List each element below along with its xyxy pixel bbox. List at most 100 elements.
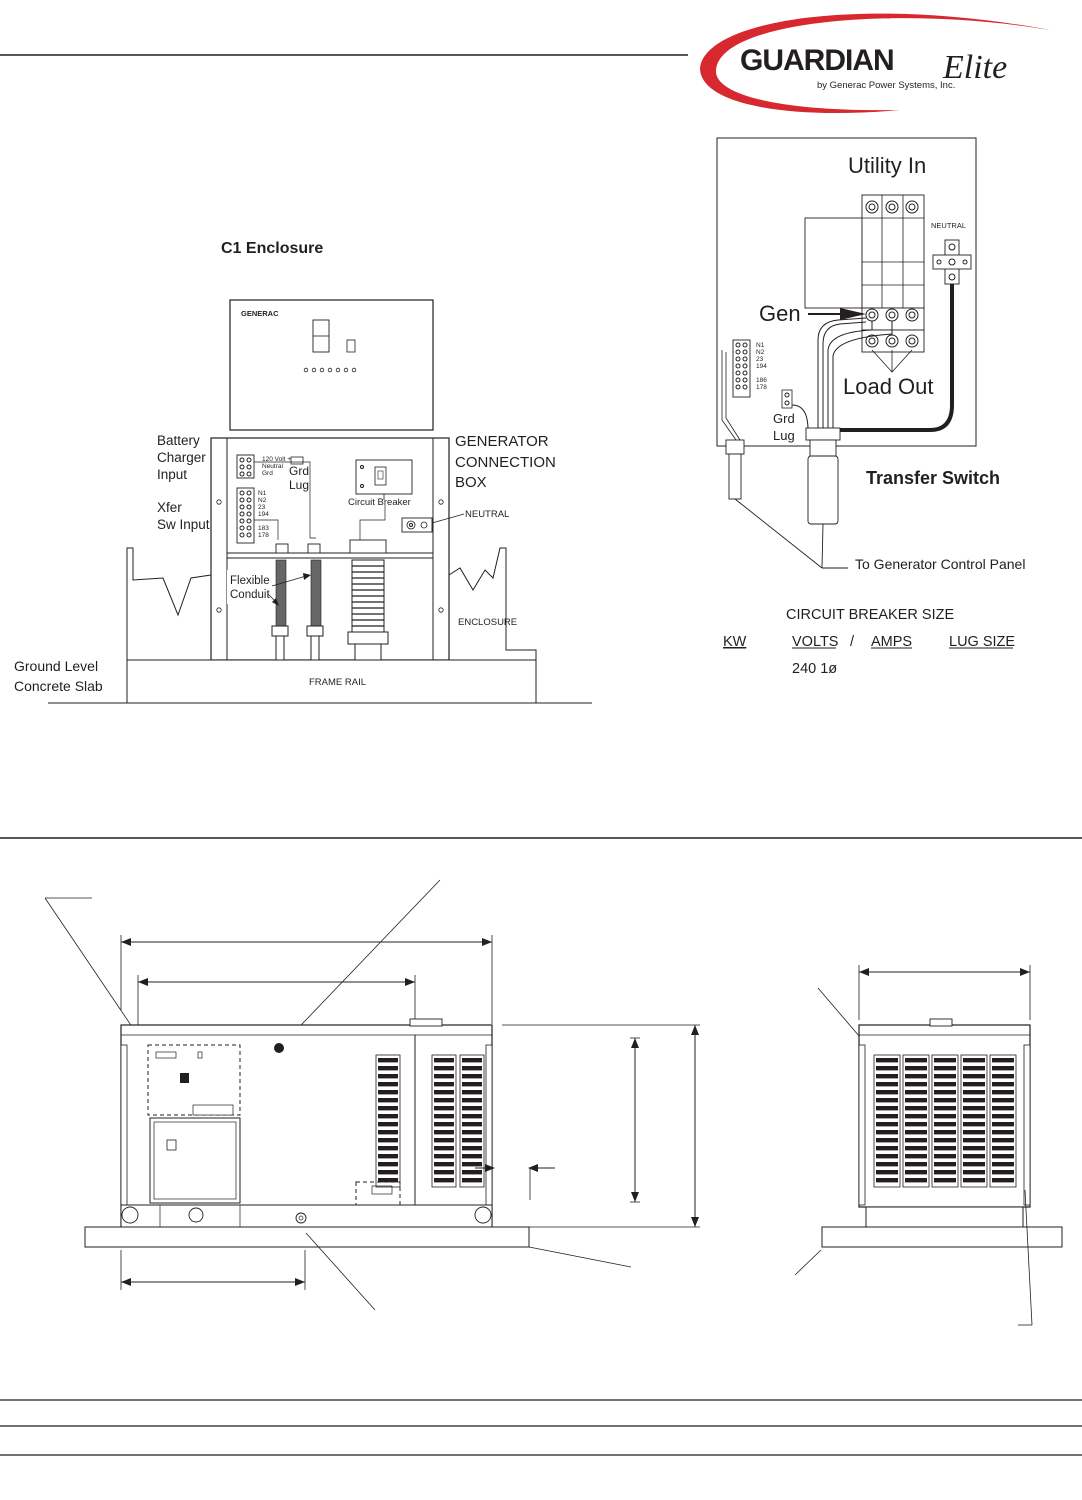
col-amps: AMPS (871, 634, 912, 650)
louver-slat (963, 1114, 985, 1119)
louver-slat (905, 1138, 927, 1143)
louver-slat (378, 1082, 398, 1087)
louver-slat (934, 1066, 956, 1071)
louver-slat (992, 1154, 1014, 1159)
louver-slat (876, 1154, 898, 1159)
louver-slat (963, 1066, 985, 1071)
guardian-elite-logo: GUARDIAN Elite by Generac Power Systems,… (700, 13, 1050, 114)
louver-slat (434, 1162, 454, 1167)
louver-slat (434, 1098, 454, 1103)
louver-slat (462, 1162, 482, 1167)
louver-slat (876, 1114, 898, 1119)
louver-slat (963, 1138, 985, 1143)
louver-slat (905, 1162, 927, 1167)
flexible-conduit-1 (271, 559, 289, 661)
louver-slat (462, 1146, 482, 1151)
louver-slat (963, 1090, 985, 1095)
louver-slat (934, 1146, 956, 1151)
transfer-switch-title: Transfer Switch (866, 468, 1000, 488)
xfer-term-178: 178 (258, 532, 269, 539)
louver-slat (462, 1106, 482, 1111)
side-mounting-pad (821, 1226, 1063, 1248)
louver-slat (905, 1146, 927, 1151)
louver-slat (963, 1082, 985, 1087)
louver-slat (378, 1122, 398, 1127)
large-conduit (347, 559, 389, 661)
ground-label-1: Ground Level (14, 658, 98, 674)
ts-grd-label-1: Grd (773, 411, 795, 426)
louver-slat (963, 1130, 985, 1135)
louver-slat (934, 1122, 956, 1127)
louver-slat (378, 1106, 398, 1111)
c1-neutral-label: NEUTRAL (465, 509, 509, 520)
battery-terminal-block (236, 454, 255, 479)
louver-slat (462, 1178, 482, 1183)
louver-slat (992, 1162, 1014, 1167)
logo-accent: Elite (942, 49, 1007, 86)
col-slash: / (850, 634, 855, 650)
louver-slat (934, 1178, 956, 1183)
louver-slat (905, 1090, 927, 1095)
louver-slat (963, 1058, 985, 1063)
louver-slat (378, 1074, 398, 1079)
ts-top-lugs (865, 200, 919, 214)
louver-slat (462, 1154, 482, 1159)
control-panel (229, 299, 434, 431)
louver-slat (462, 1114, 482, 1119)
louver-slat (992, 1114, 1014, 1119)
battery-label-2: Charger (157, 450, 206, 465)
louver-slat (876, 1090, 898, 1095)
panel-leds (303, 367, 357, 373)
panel-brand: GENERAC (241, 309, 279, 318)
ts-term-n1: N1 (756, 342, 765, 349)
ts-term-23: 23 (756, 356, 764, 363)
louver-slat (934, 1058, 956, 1063)
louver-slat (934, 1162, 956, 1167)
terminal-grd: Grd (262, 470, 273, 477)
louver-slat (462, 1058, 482, 1063)
louver-slat (905, 1178, 927, 1183)
xfer-term-n2: N2 (258, 497, 267, 504)
louver-slat (378, 1130, 398, 1135)
ts-grd-label-2: Lug (773, 428, 795, 443)
xfer-label-2: Sw Input (157, 517, 210, 532)
louver-slat (378, 1066, 398, 1071)
frame-rail (126, 659, 537, 704)
louver-slat (992, 1146, 1014, 1151)
xfer-label-1: Xfer (157, 500, 182, 515)
louver-slat (434, 1170, 454, 1175)
gen-label: Gen (759, 301, 801, 326)
louver-slat (434, 1090, 454, 1095)
louver-slat (876, 1146, 898, 1151)
louver-slat (905, 1106, 927, 1111)
louver-slat (434, 1082, 454, 1087)
louver-slat (934, 1154, 956, 1159)
louver-slat (434, 1114, 454, 1119)
grd-lug-label-2: Lug (289, 478, 309, 492)
flex-conduit-label-2: Conduit (230, 589, 270, 601)
neutral-bar (401, 517, 433, 533)
louver-slat (462, 1074, 482, 1079)
louver-slat (434, 1122, 454, 1127)
louver-slat (462, 1130, 482, 1135)
louver-slat (434, 1154, 454, 1159)
louver-slat (992, 1082, 1014, 1087)
louver-slat (876, 1178, 898, 1183)
load-out-label: Load Out (843, 374, 934, 399)
logo-byline: by Generac Power Systems, Inc. (817, 80, 955, 91)
ground-label-2: Concrete Slab (14, 678, 103, 694)
generator-side-view (794, 965, 1063, 1326)
louver-slat (462, 1138, 482, 1143)
ts-load-lugs (865, 334, 919, 348)
louver-slat (905, 1114, 927, 1119)
grd-lug (290, 456, 304, 465)
xfer-term-23: 23 (258, 504, 266, 511)
control-panel-outline (147, 1044, 241, 1116)
louver-slat (462, 1170, 482, 1175)
louver-slat (905, 1058, 927, 1063)
louver-slat (934, 1170, 956, 1175)
louver-slat (378, 1178, 398, 1183)
louver-slat (434, 1066, 454, 1071)
louver-slat (378, 1098, 398, 1103)
